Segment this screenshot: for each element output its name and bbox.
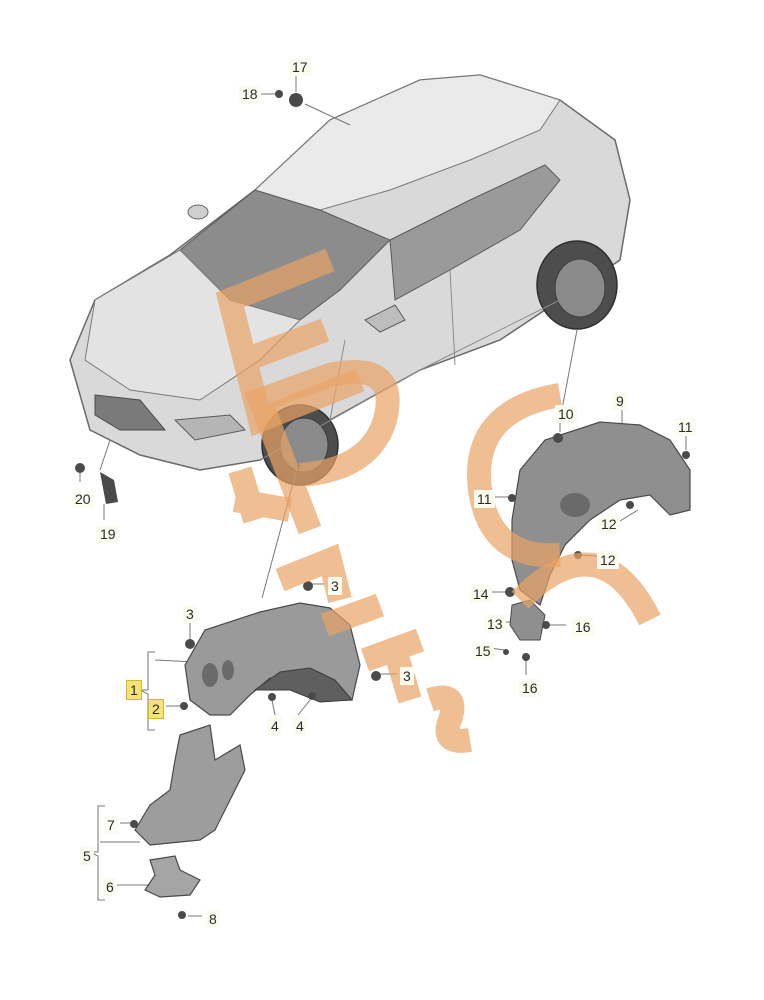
- front-lower-cover-assembly: [134, 724, 246, 898]
- callout-18[interactable]: 18: [239, 85, 261, 103]
- callout-12-upper[interactable]: 12: [598, 515, 620, 533]
- callout-1-highlighted[interactable]: 1: [126, 680, 142, 700]
- car-illustration: [69, 74, 631, 486]
- callout-6[interactable]: 6: [103, 878, 117, 896]
- callout-5[interactable]: 5: [80, 847, 94, 865]
- callout-9[interactable]: 9: [613, 392, 627, 410]
- callout-7[interactable]: 7: [104, 816, 118, 834]
- callout-15[interactable]: 15: [472, 642, 494, 660]
- callout-8[interactable]: 8: [206, 910, 220, 928]
- callout-2-highlighted[interactable]: 2: [148, 699, 164, 719]
- callout-16-right[interactable]: 16: [572, 618, 594, 636]
- callout-3-left[interactable]: 3: [183, 605, 197, 623]
- callout-19[interactable]: 19: [97, 525, 119, 543]
- callout-3-top[interactable]: 3: [328, 577, 342, 595]
- callout-16-bottom[interactable]: 16: [519, 679, 541, 697]
- callout-3-right[interactable]: 3: [400, 667, 414, 685]
- callout-11-top[interactable]: 11: [675, 418, 696, 436]
- callout-11-side[interactable]: 11: [474, 490, 495, 508]
- callout-10[interactable]: 10: [555, 405, 577, 423]
- callout-14[interactable]: 14: [470, 585, 492, 603]
- callout-12-lower[interactable]: 12: [597, 551, 619, 569]
- callout-17[interactable]: 17: [289, 58, 311, 76]
- callout-20[interactable]: 20: [72, 490, 94, 508]
- callout-4-right[interactable]: 4: [293, 717, 307, 735]
- front-wheel-housing-liner: [184, 602, 361, 716]
- callout-13[interactable]: 13: [484, 615, 506, 633]
- callout-4-left[interactable]: 4: [268, 717, 282, 735]
